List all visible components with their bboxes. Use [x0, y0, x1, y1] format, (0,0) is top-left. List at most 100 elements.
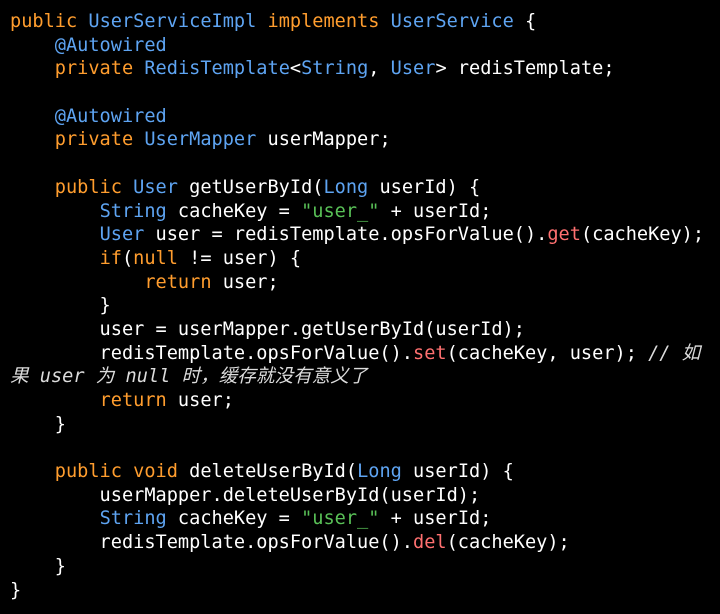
- code-token: [10, 272, 144, 293]
- code-token: [133, 58, 144, 79]
- code-line: }: [10, 555, 720, 579]
- method-token: get: [547, 224, 581, 246]
- code-token: [122, 461, 133, 482]
- code-token: [10, 224, 100, 245]
- code-line: }: [10, 579, 720, 603]
- code-token: userMapper.deleteUserById(userId);: [10, 484, 481, 506]
- type-token: UserServiceImpl: [88, 11, 257, 32]
- code-line: public User getUserById(Long userId) {: [10, 176, 720, 200]
- code-line: String cacheKey = "user_" + userId;: [10, 200, 720, 224]
- code-token: + userId;: [379, 508, 492, 530]
- code-token: redisTemplate.opsForValue().: [10, 532, 413, 554]
- code-token: [122, 177, 133, 198]
- code-token: [10, 106, 55, 127]
- code-token: user = userMapper.getUserById(userId);: [10, 318, 525, 340]
- keyword-token: if: [99, 247, 122, 269]
- code-token: (: [121, 247, 134, 269]
- type-token: String: [99, 200, 167, 222]
- code-token: cacheKey =: [166, 200, 302, 222]
- code-token: (cacheKey);: [580, 224, 705, 246]
- keyword-token: return: [99, 390, 167, 411]
- code-token: [10, 248, 100, 269]
- code-token: [256, 11, 267, 32]
- code-token: }: [10, 295, 111, 317]
- code-token: userId) {: [368, 176, 481, 198]
- code-token: <: [289, 58, 302, 80]
- code-token: [10, 177, 55, 198]
- code-line: ​: [10, 152, 720, 176]
- annotation-token: @Autowired: [54, 105, 167, 127]
- keyword-token: implements: [267, 11, 380, 32]
- code-line: public void deleteUserById(Long userId) …: [10, 460, 720, 484]
- code-token: cacheKey =: [166, 508, 302, 530]
- keyword-token: private: [54, 58, 134, 80]
- code-token: [10, 201, 100, 222]
- keyword-token: private: [54, 129, 134, 151]
- code-token: [133, 129, 144, 150]
- code-line: String cacheKey = "user_" + userId;: [10, 507, 720, 531]
- code-token: [10, 129, 55, 150]
- code-line: ​: [10, 436, 720, 460]
- code-token: user;: [166, 390, 234, 411]
- type-token: UserMapper: [144, 129, 257, 151]
- type-token: UserService: [390, 11, 514, 32]
- code-line: return user;: [10, 389, 720, 413]
- code-token: [77, 11, 88, 32]
- type-token: User: [390, 58, 436, 80]
- annotation-token: @Autowired: [54, 34, 167, 56]
- type-token: User: [99, 224, 145, 246]
- comment-token: 果 user 为 null 时，缓存就没有意义了: [10, 366, 368, 388]
- type-token: Long: [357, 461, 402, 483]
- code-token: [10, 58, 55, 79]
- code-line: User user = redisTemplate.opsForValue().…: [10, 223, 720, 247]
- type-token: User: [133, 176, 178, 198]
- keyword-token: void: [133, 461, 178, 483]
- comment-token: // 如: [648, 342, 701, 364]
- code-token: userId) {: [401, 461, 514, 483]
- code-line: user = userMapper.getUserById(userId);: [10, 318, 720, 342]
- code-token: [10, 461, 55, 482]
- code-line: public UserServiceImpl implements UserSe…: [10, 10, 720, 34]
- code-line: redisTemplate.opsForValue().set(cacheKey…: [10, 342, 720, 366]
- code-token: > redisTemplate;: [435, 58, 615, 80]
- code-token: [10, 35, 55, 56]
- code-token: (cacheKey);: [446, 532, 570, 554]
- code-token: != user) {: [177, 247, 302, 269]
- code-line: }: [10, 413, 720, 437]
- code-token: [10, 508, 100, 529]
- code-line: redisTemplate.opsForValue().del(cacheKey…: [10, 531, 720, 555]
- code-token: (cacheKey, user);: [446, 342, 649, 364]
- code-line: @Autowired: [10, 105, 720, 129]
- code-body: public UserServiceImpl implements UserSe…: [10, 10, 720, 602]
- code-token: ,: [368, 58, 391, 80]
- method-token: del: [413, 532, 447, 554]
- code-line: }: [10, 294, 720, 318]
- keyword-token: return: [144, 271, 212, 293]
- code-line: ​: [10, 81, 720, 105]
- type-token: RedisTemplate: [144, 58, 290, 80]
- code-token: [10, 390, 100, 411]
- code-line: 果 user 为 null 时，缓存就没有意义了: [10, 365, 720, 389]
- keyword-token: null: [133, 247, 178, 269]
- type-token: String: [301, 58, 369, 80]
- string-token: "user_": [301, 508, 380, 530]
- keyword-token: public: [10, 11, 78, 32]
- code-line: userMapper.deleteUserById(userId);: [10, 484, 720, 508]
- type-token: Long: [323, 176, 369, 198]
- code-token: }: [10, 555, 66, 577]
- code-token: }: [10, 579, 22, 601]
- code-token: user = redisTemplate.opsForValue().: [144, 224, 548, 246]
- string-token: "user_": [301, 200, 380, 222]
- code-token: [379, 11, 390, 32]
- code-token: user;: [211, 271, 279, 293]
- code-token: {: [513, 11, 537, 32]
- code-line: @Autowired: [10, 34, 720, 58]
- code-token: userMapper;: [256, 129, 391, 151]
- code-line: private UserMapper userMapper;: [10, 128, 720, 152]
- code-token: + userId;: [379, 200, 492, 222]
- code-line: private RedisTemplate<String, User> redi…: [10, 57, 720, 81]
- method-token: set: [413, 342, 447, 364]
- code-token: getUserById(: [177, 176, 324, 198]
- code-token: }: [10, 413, 66, 435]
